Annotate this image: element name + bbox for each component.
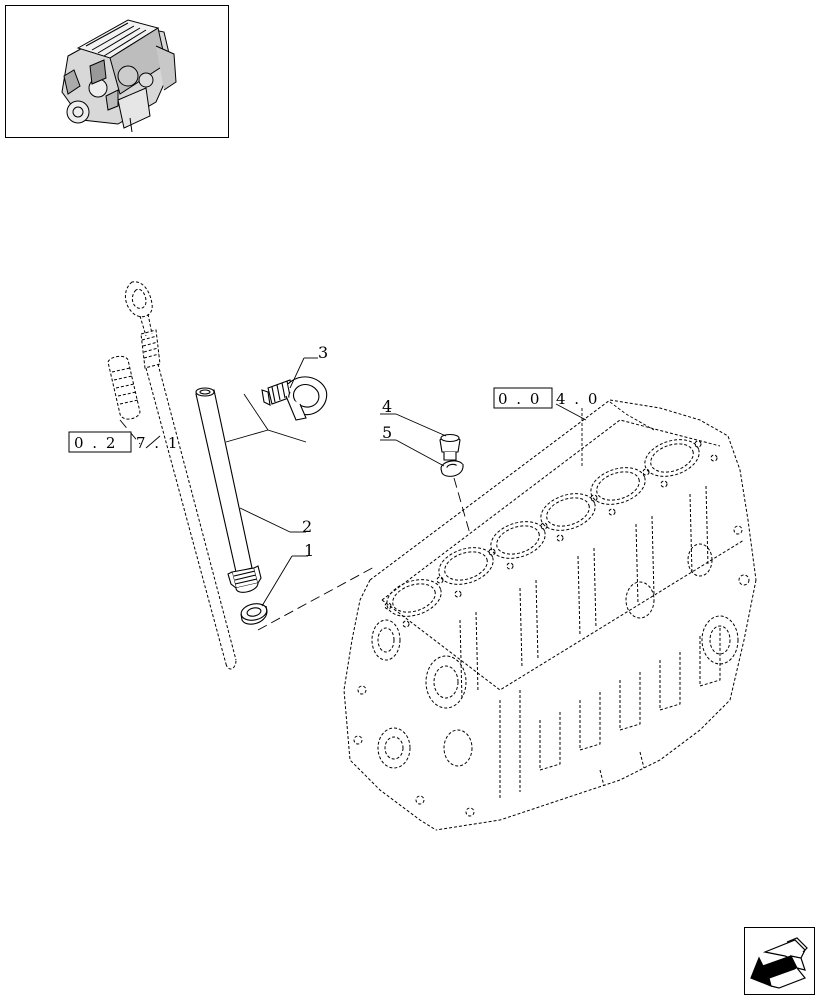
clamp-screw-assembly bbox=[261, 376, 328, 421]
engine-thumbnail-frame bbox=[5, 5, 229, 138]
reference-block[interactable]: 0 . 0 4 . 0 bbox=[493, 387, 599, 409]
dipstick-assembly bbox=[107, 281, 237, 670]
next-page-button[interactable] bbox=[744, 927, 815, 995]
reference-dipstick-tail: 7 . 1 bbox=[136, 434, 179, 452]
engine-block-phantom bbox=[343, 399, 757, 831]
sealing-washer-1 bbox=[240, 603, 268, 625]
guide-tube bbox=[195, 387, 262, 593]
callout-4: 4 bbox=[382, 397, 392, 416]
plug-washer-assembly bbox=[439, 433, 464, 477]
reference-dipstick[interactable]: 0 . 2 7 . 1 bbox=[68, 431, 179, 453]
reference-block-boxed: 0 . 0 bbox=[498, 390, 541, 408]
callout-3: 3 bbox=[318, 343, 328, 362]
callout-1: 1 bbox=[304, 541, 314, 560]
callout-2: 2 bbox=[302, 517, 312, 536]
next-page-arrow-icon bbox=[750, 937, 808, 989]
reference-block-tail: 4 . 0 bbox=[556, 390, 599, 408]
callout-5: 5 bbox=[382, 423, 392, 442]
reference-dipstick-boxed: 0 . 2 bbox=[74, 434, 117, 452]
engine-thumbnail-icon bbox=[61, 19, 177, 133]
leader-lines bbox=[145, 357, 655, 607]
